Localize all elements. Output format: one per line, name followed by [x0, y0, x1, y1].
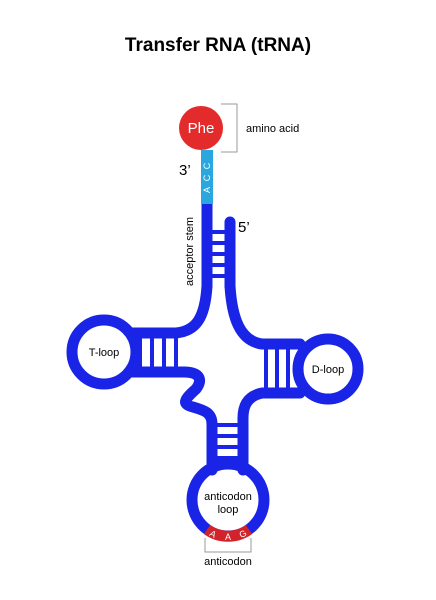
d-arm-top-strand [224, 280, 306, 350]
amino-acid-abbr: Phe [188, 120, 215, 137]
anticodon-label: anticodon [204, 556, 252, 568]
three-prime-label: 3’ [179, 162, 191, 179]
cca-base-1: C [202, 162, 212, 169]
anticodon-bases: A A G [208, 528, 248, 542]
t-arm-top-strand [126, 280, 213, 339]
t-loop [66, 314, 142, 390]
anticodon-stem-rungs [210, 423, 245, 460]
cca-bases: C C A [202, 162, 212, 193]
anticodon-base-1: A [208, 528, 218, 540]
anticodon-loop-label-line2: loop [218, 504, 239, 516]
anticodon-arc [203, 524, 253, 542]
t-arm-bottom-strand [126, 366, 218, 436]
five-prime-label: 5’ [238, 219, 250, 236]
d-loop [292, 333, 364, 405]
diagram-title: Transfer RNA (tRNA) [125, 35, 311, 56]
amino-acid-label: amino acid [246, 123, 299, 135]
cca-base-2: C [202, 174, 212, 181]
d-arm-rungs [264, 342, 290, 395]
d-arm-bottom-strand [237, 387, 306, 436]
amino-acid-circle [179, 106, 223, 150]
cca-tail [201, 150, 213, 204]
anticodon-base-2: A [225, 532, 231, 542]
trna-backbone [66, 196, 364, 542]
acceptor-stem-label: acceptor stem [184, 217, 196, 286]
t-arm-rungs [138, 331, 178, 374]
amino-acid-bracket [221, 103, 238, 153]
anticodon-base-3: G [238, 528, 249, 540]
anticodon-loop-label-line1: anticodon [204, 491, 252, 503]
acceptor-stem-rungs [205, 230, 232, 278]
cca-base-3: A [202, 187, 212, 193]
anticodon-bracket [204, 538, 252, 553]
t-loop-label: T-loop [89, 347, 120, 359]
d-loop-label: D-loop [312, 364, 344, 376]
